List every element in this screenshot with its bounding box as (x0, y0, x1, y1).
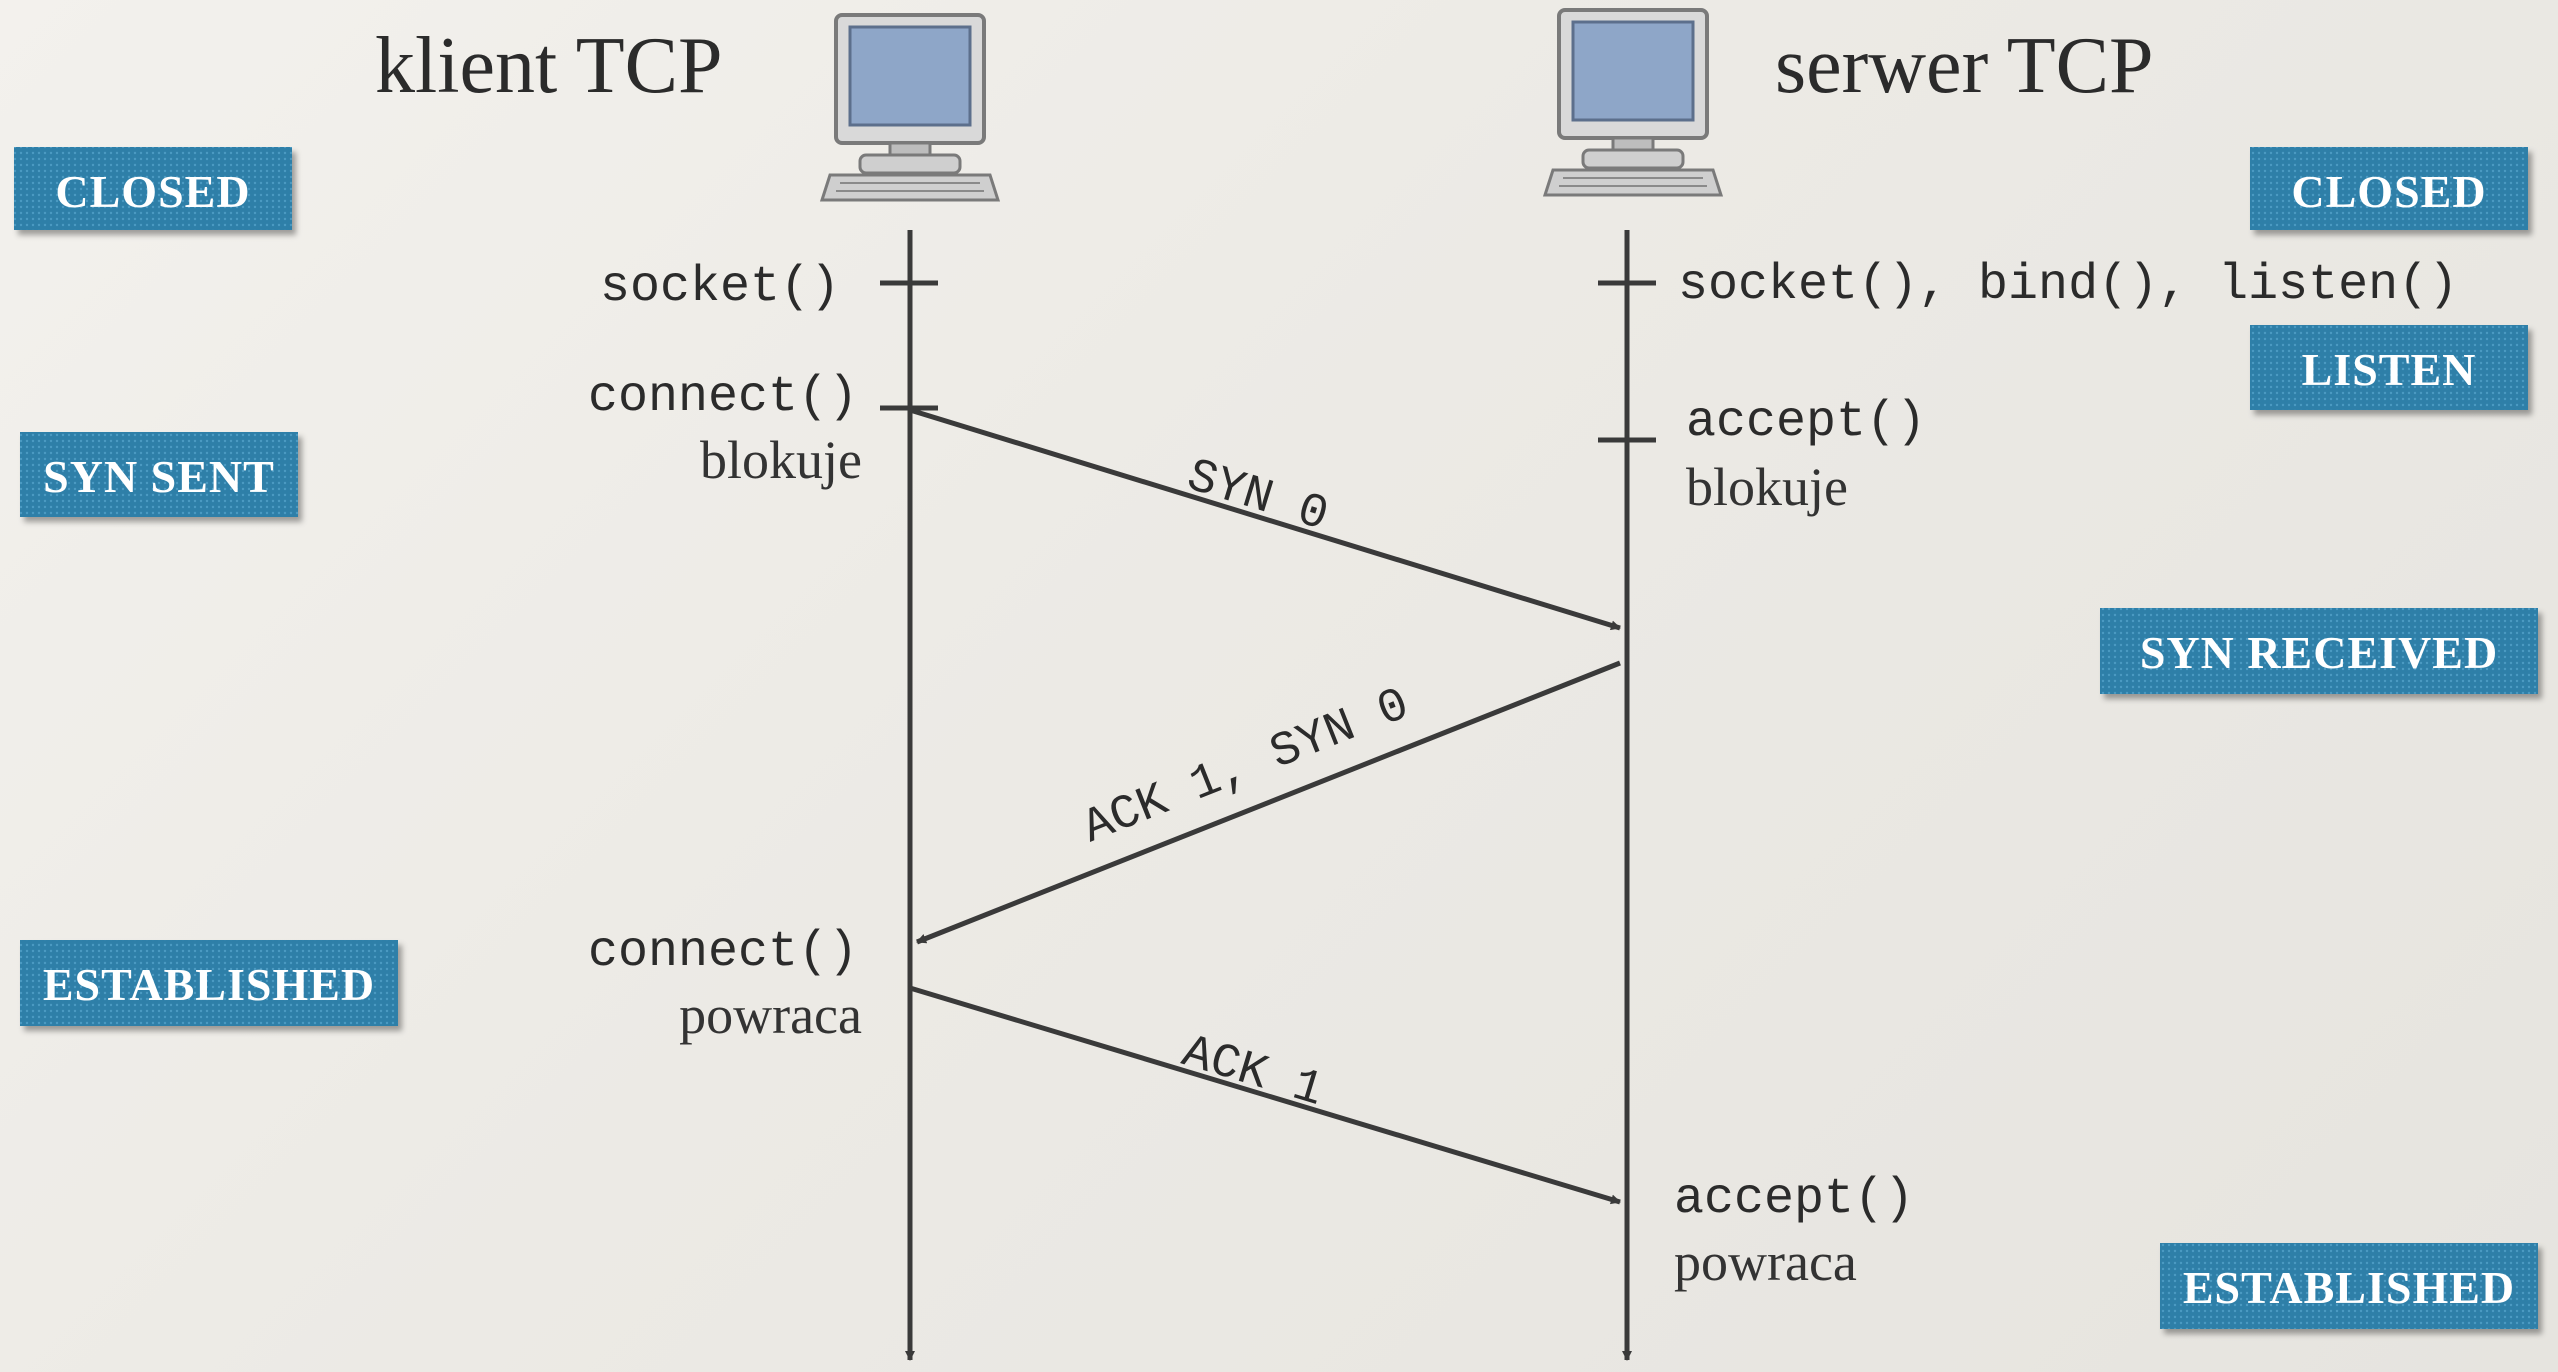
client-connect-return-call: connect() (588, 924, 858, 981)
client-connect-call: connect() (588, 369, 858, 426)
server-socket-bind-listen-call: socket(), bind(), listen() (1678, 257, 2458, 314)
server-state-listen: LISTEN (2250, 325, 2528, 410)
client-state-syn-sent: SYN SENT (20, 432, 298, 517)
message-label-ack: ACK 1 (1176, 1026, 1329, 1119)
svg-text:SYN RECEIVED: SYN RECEIVED (2140, 627, 2498, 678)
message-label-ack-syn: ACK 1, SYN 0 (1076, 678, 1417, 856)
message-arrow-ack-syn (916, 660, 1621, 945)
server-state-closed: CLOSED (2250, 147, 2528, 230)
client-computer-icon (820, 13, 1000, 202)
server-state-syn-received: SYN RECEIVED (2100, 608, 2538, 694)
svg-text:SYN SENT: SYN SENT (43, 451, 275, 502)
svg-text:CLOSED: CLOSED (55, 166, 250, 217)
client-connect-block-note: blokuje (700, 430, 862, 490)
message-arrow-ack (909, 985, 1621, 1205)
svg-text:ESTABLISHED: ESTABLISHED (2183, 1262, 2515, 1313)
message-arrow-syn (909, 407, 1621, 631)
svg-text:LISTEN: LISTEN (2302, 344, 2477, 395)
server-accept-call: accept() (1686, 394, 1926, 451)
client-state-established: ESTABLISHED (20, 940, 398, 1026)
server-title: serwer TCP (1775, 22, 2153, 110)
server-computer-icon (1543, 8, 1723, 197)
svg-text:CLOSED: CLOSED (2291, 166, 2486, 217)
server-state-established: ESTABLISHED (2160, 1243, 2538, 1329)
svg-text:ESTABLISHED: ESTABLISHED (43, 959, 375, 1010)
server-accept-block-note: blokuje (1686, 457, 1848, 517)
client-connect-return-note: powraca (679, 985, 862, 1045)
server-accept-return-note: powraca (1674, 1232, 1857, 1292)
client-socket-call: socket() (600, 259, 840, 316)
message-label-syn: SYN 0 (1181, 450, 1335, 544)
client-state-closed: CLOSED (14, 147, 292, 230)
client-title: klient TCP (375, 22, 722, 110)
server-accept-return-call: accept() (1674, 1171, 1914, 1228)
